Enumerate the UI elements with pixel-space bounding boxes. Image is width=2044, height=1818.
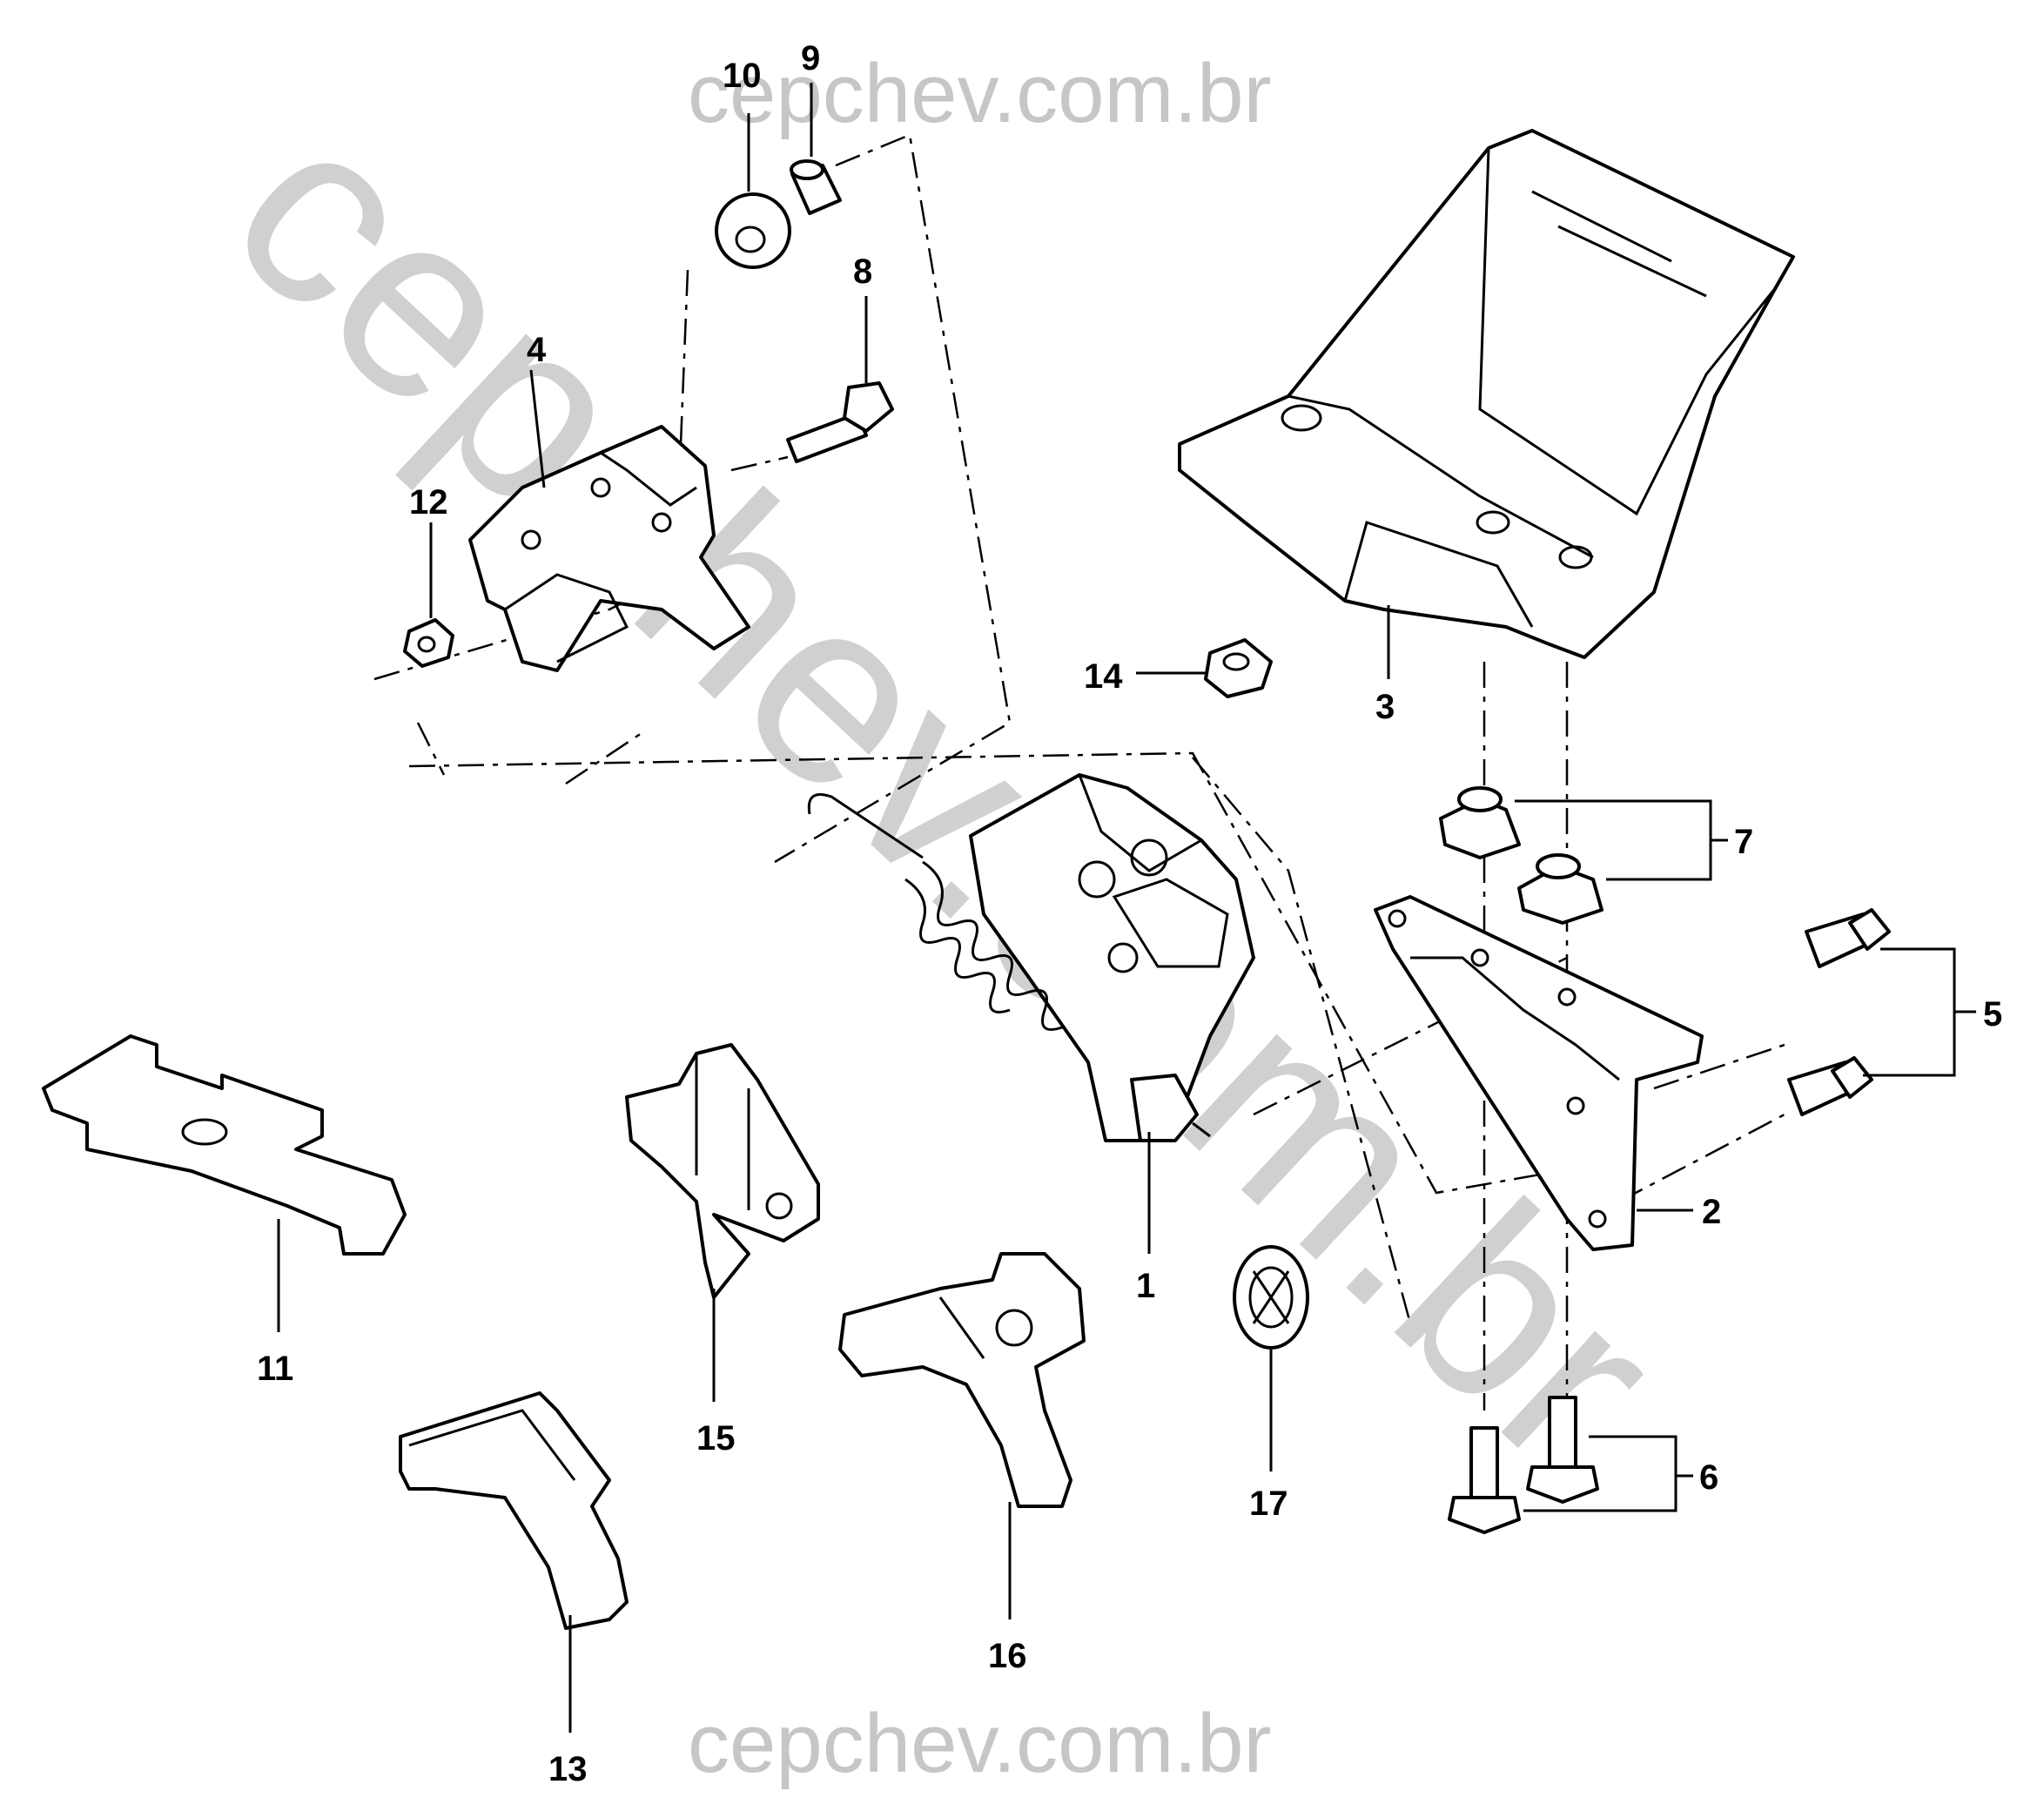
callout-leader-lines xyxy=(277,83,1976,1733)
part-16-clip xyxy=(838,1252,1086,1508)
part-5-bolts xyxy=(1787,908,1891,1116)
part-14-nut xyxy=(1204,638,1273,698)
part-11-flat-plate xyxy=(42,1034,407,1256)
part-8-bolt xyxy=(786,381,894,463)
part-7-spacers xyxy=(1439,786,1604,925)
callout-8: 8 xyxy=(853,252,872,291)
callout-labels: 1 2 3 4 5 6 7 8 9 10 11 12 13 14 15 16 1… xyxy=(257,39,2002,1788)
callout-9: 9 xyxy=(801,39,820,77)
part-17-push-grommet xyxy=(1233,1245,1309,1350)
callout-14: 14 xyxy=(1084,657,1123,696)
part-10-grommet xyxy=(715,192,791,269)
callout-5: 5 xyxy=(1983,995,2002,1034)
callout-11: 11 xyxy=(257,1350,293,1388)
part-1-mechanism xyxy=(807,773,1255,1142)
callout-12: 12 xyxy=(409,483,448,522)
callout-1: 1 xyxy=(1136,1267,1155,1305)
callout-17: 17 xyxy=(1249,1485,1288,1523)
part-4-bracket xyxy=(468,425,750,672)
callout-15: 15 xyxy=(696,1419,736,1458)
callout-3: 3 xyxy=(1375,688,1395,726)
callout-2: 2 xyxy=(1702,1193,1721,1231)
part-12-nut xyxy=(403,618,454,668)
callout-16: 16 xyxy=(988,1637,1027,1675)
callout-7: 7 xyxy=(1734,823,1753,861)
part-15-clip xyxy=(625,1043,820,1299)
watermark-bottom: cepchev.com.br xyxy=(688,1697,1272,1790)
part-6-bolts xyxy=(1448,1396,1599,1534)
callout-6: 6 xyxy=(1699,1458,1718,1497)
callout-4: 4 xyxy=(527,331,547,369)
callout-13: 13 xyxy=(548,1750,588,1788)
part-2-mounting-plate xyxy=(1374,895,1704,1251)
assembly-dashed-lines xyxy=(373,133,1785,1411)
callout-10: 10 xyxy=(723,57,762,95)
part-3-shield-bracket xyxy=(1178,129,1795,659)
watermark-top: cepchev.com.br xyxy=(688,47,1272,140)
part-13-u-clip xyxy=(399,1391,629,1630)
part-9-bushing xyxy=(790,159,842,215)
